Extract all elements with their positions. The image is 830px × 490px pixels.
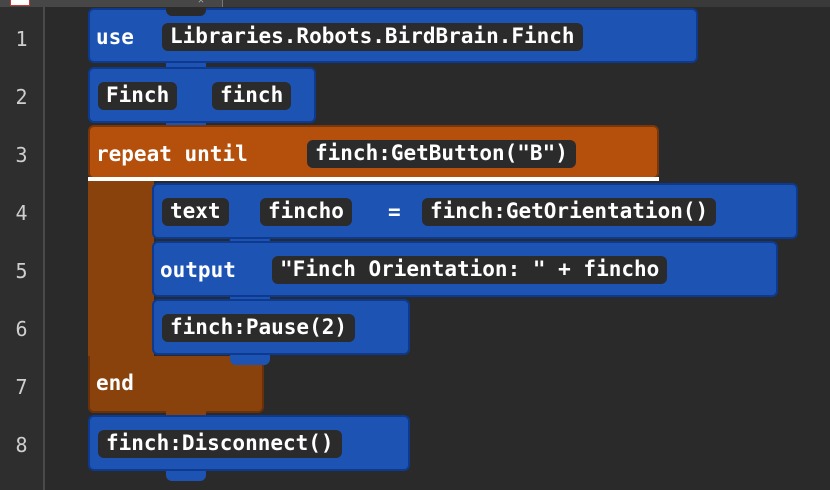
block-tab (230, 355, 270, 365)
tab-bar: ✕ (0, 0, 830, 7)
line-number: 4 (15, 201, 28, 225)
editor-tab[interactable]: ✕ (0, 0, 223, 7)
line-number: 3 (15, 143, 28, 167)
output-keyword: output (160, 258, 236, 282)
assign-operator: = (388, 200, 401, 224)
variable-name-field[interactable]: fincho (260, 198, 352, 226)
line-number: 1 (15, 27, 28, 51)
repeat-until-keyword: repeat until (96, 142, 248, 166)
loop-condition-field[interactable]: finch:GetButton("B") (307, 140, 576, 168)
variable-name-field[interactable]: finch (212, 82, 292, 110)
type-field[interactable]: text (162, 198, 229, 226)
pause-call-block[interactable]: finch:Pause(2) (152, 299, 410, 365)
end-block[interactable]: end (88, 356, 264, 421)
drop-indicator (88, 177, 659, 181)
variable-declaration-block[interactable]: Finch finch (88, 67, 316, 133)
use-keyword: use (96, 25, 134, 49)
line-number: 6 (15, 317, 28, 341)
end-keyword: end (96, 371, 134, 395)
line-number: 7 (15, 375, 28, 399)
line-number-gutter: 1 2 3 4 5 6 7 8 (0, 7, 45, 490)
output-expression-field[interactable]: "Finch Orientation: " + fincho (272, 256, 668, 284)
line-number: 8 (15, 433, 28, 457)
library-name-field[interactable]: Libraries.Robots.BirdBrain.Finch (162, 23, 583, 51)
type-field[interactable]: Finch (98, 82, 178, 110)
block-tab (166, 471, 206, 481)
block-notch (166, 8, 206, 16)
disconnect-call-block[interactable]: finch:Disconnect() (88, 415, 410, 481)
close-tab-icon[interactable]: ✕ (198, 0, 205, 6)
method-call-field[interactable]: finch:Pause(2) (162, 314, 356, 342)
method-call-field[interactable]: finch:Disconnect() (98, 430, 342, 458)
repeat-until-block[interactable]: repeat until finch:GetButton("B") (88, 125, 659, 179)
file-icon (10, 0, 30, 6)
line-number: 5 (15, 259, 28, 283)
assignment-block[interactable]: text fincho = finch:GetOrientation() (152, 183, 798, 249)
output-block[interactable]: output "Finch Orientation: " + fincho (152, 241, 778, 307)
value-expression-field[interactable]: finch:GetOrientation() (422, 198, 717, 226)
use-statement-block[interactable]: use Libraries.Robots.BirdBrain.Finch (88, 8, 698, 73)
line-number: 2 (15, 85, 28, 109)
